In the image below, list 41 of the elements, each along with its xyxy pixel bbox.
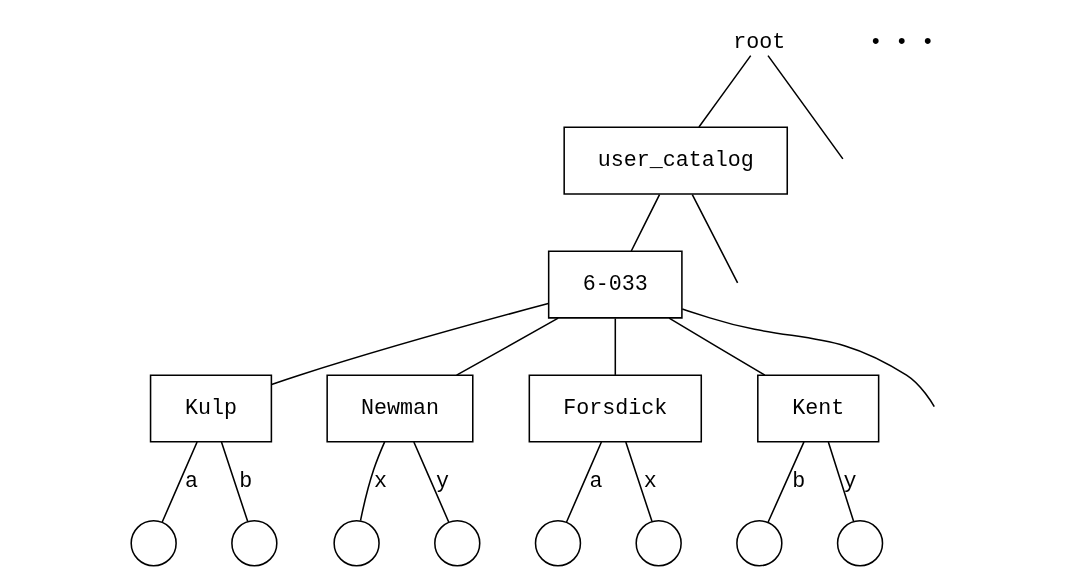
edge-label: x (643, 469, 657, 495)
node-box: 6-033 (547, 250, 683, 319)
connector (630, 193, 661, 252)
edge-label: b (239, 469, 253, 495)
node-text: root (733, 29, 786, 55)
node-circle (635, 520, 682, 567)
connector (827, 441, 855, 523)
connector (270, 302, 550, 386)
connector (614, 317, 617, 376)
connector (767, 54, 844, 160)
edge-label: y (843, 469, 857, 495)
edge-label: x (374, 469, 388, 495)
edge-label: y (436, 469, 450, 495)
node-circle (231, 520, 278, 567)
node-circle (333, 520, 380, 567)
connector (220, 441, 249, 523)
connector (455, 317, 559, 376)
connector (413, 441, 450, 523)
label: • • • (869, 29, 935, 55)
node-circle (736, 520, 783, 567)
node-circle (534, 520, 582, 567)
node-circle (434, 520, 481, 567)
node-circle (130, 520, 177, 567)
connector (698, 54, 752, 128)
connector (161, 441, 198, 523)
node-box: Forsdick (528, 374, 703, 443)
node-box: user_catalog (563, 126, 789, 195)
node-box: Newman (326, 374, 474, 443)
connector (691, 193, 739, 284)
connector (767, 441, 805, 523)
connector (668, 317, 766, 376)
connector (359, 441, 386, 522)
node-box: Kulp (149, 374, 273, 443)
edge-label: b (792, 469, 806, 495)
connector (625, 441, 653, 523)
edge-label: a (589, 469, 603, 495)
edge-label: a (185, 469, 199, 495)
connector (681, 308, 936, 408)
node-circle (836, 520, 884, 567)
connector (565, 441, 603, 523)
node-box: Kent (757, 374, 880, 443)
